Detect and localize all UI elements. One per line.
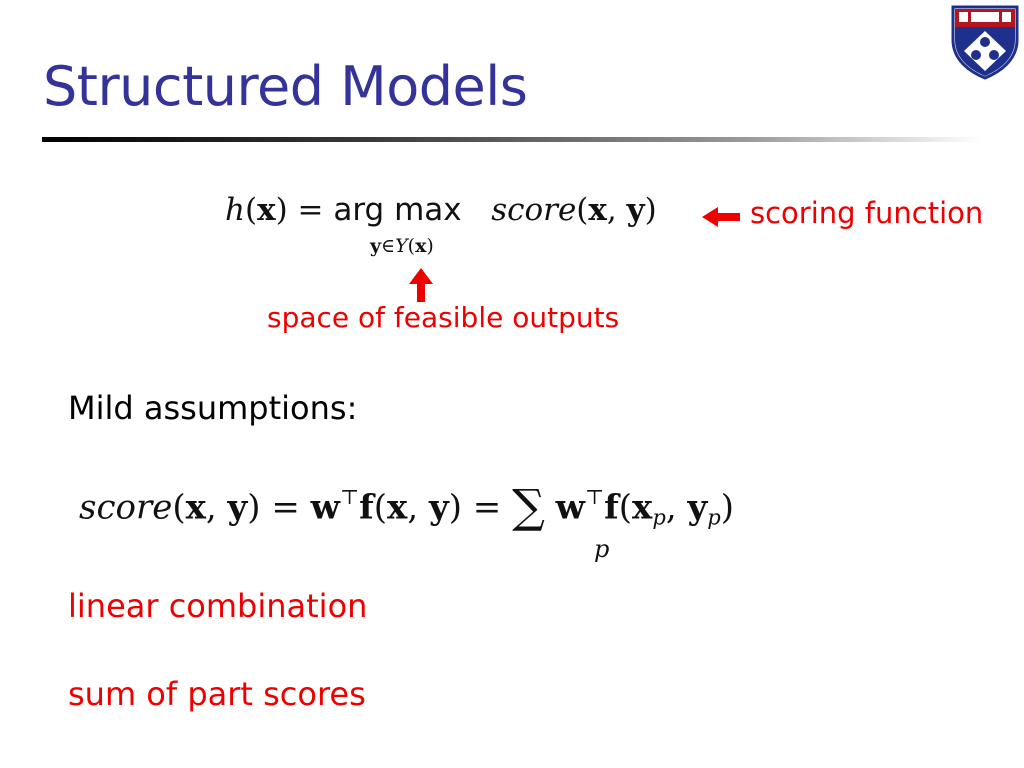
score-decomposition-equation: score(x, y) = w⊤f(x, y) = ∑ w⊤f(xp, yp) — [79, 479, 734, 533]
sum-symbol: ∑ — [512, 479, 545, 533]
feature-function: f — [359, 487, 374, 528]
score-function-name-2: score — [79, 487, 173, 528]
argmax-subscript: y∈Y(x) — [370, 235, 434, 257]
arrow-left-icon — [702, 207, 740, 227]
input-var: x — [257, 192, 276, 228]
title-underline — [42, 137, 982, 142]
linear-combination-note: linear combination — [68, 587, 368, 625]
scoring-function-label: scoring function — [750, 196, 984, 230]
score-function-name: score — [491, 192, 577, 228]
score-x: x — [588, 192, 607, 228]
transpose-symbol: ⊤ — [339, 485, 360, 510]
output-var: y — [370, 235, 382, 257]
weight-vector: w — [310, 487, 340, 528]
hypothesis-symbol: h — [225, 192, 245, 228]
feasible-outputs-label: space of feasible outputs — [267, 301, 620, 334]
university-shield-logo — [951, 5, 1019, 80]
argmax-operator: arg max — [333, 192, 462, 228]
assumptions-heading: Mild assumptions: — [68, 389, 358, 427]
sum-index: p — [594, 535, 610, 563]
hypothesis-equation: h(x) = arg max score(x, y) — [225, 192, 657, 228]
score-y: y — [626, 192, 645, 228]
output-space-symbol: Y — [395, 235, 408, 257]
arrow-up-icon — [409, 268, 433, 302]
slide-title: Structured Models — [43, 55, 528, 118]
part-scores-note: sum of part scores — [68, 675, 366, 713]
output-space-arg: x — [415, 235, 427, 257]
